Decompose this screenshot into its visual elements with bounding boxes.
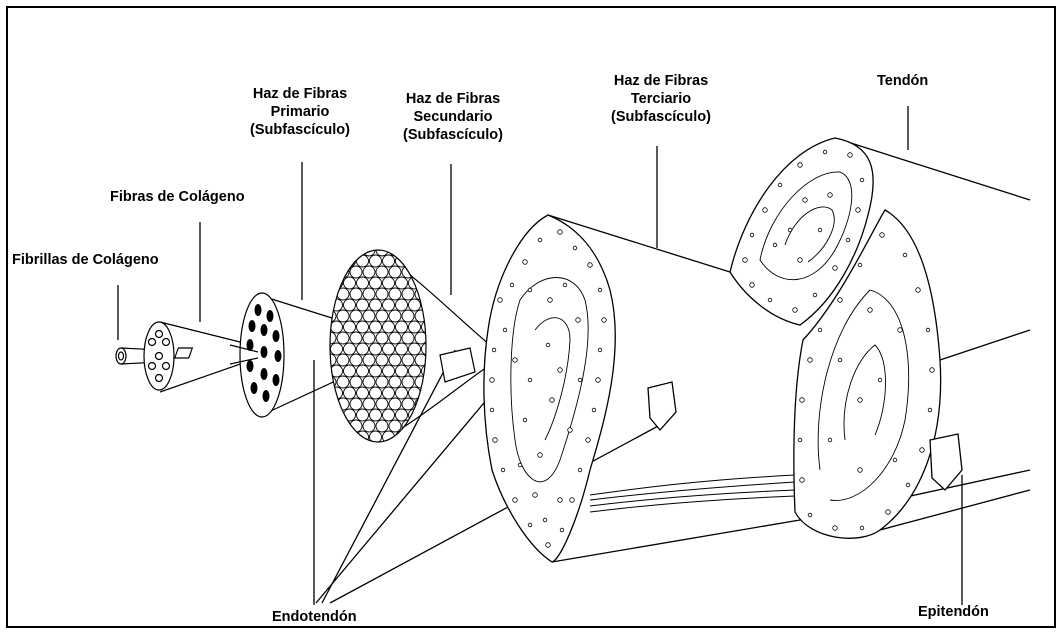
label-endotendon: Endotendón <box>272 608 357 626</box>
label-primario: Haz de Fibras Primario (Subfascículo) <box>230 85 370 139</box>
label-primario-line2: Primario <box>230 103 370 121</box>
label-terciario: Haz de Fibras Terciario (Subfascículo) <box>586 72 736 126</box>
label-primario-line3: (Subfascículo) <box>230 121 370 139</box>
label-secundario-line3: (Subfascículo) <box>378 126 528 144</box>
tendon <box>730 138 1030 538</box>
label-secundario-line1: Haz de Fibras <box>378 90 528 108</box>
label-terciario-line3: (Subfascículo) <box>586 108 736 126</box>
label-fibras: Fibras de Colágeno <box>110 188 245 206</box>
label-epitendon: Epitendón <box>918 603 989 621</box>
label-primario-line1: Haz de Fibras <box>230 85 370 103</box>
label-terciario-line2: Terciario <box>586 90 736 108</box>
collagen-fiber-disc <box>144 322 252 392</box>
label-secundario: Haz de Fibras Secundario (Subfascículo) <box>378 90 528 144</box>
label-terciario-line1: Haz de Fibras <box>586 72 736 90</box>
label-fibrillas: Fibrillas de Colágeno <box>12 251 159 269</box>
label-secundario-line2: Secundario <box>378 108 528 126</box>
label-tendon: Tendón <box>877 72 928 90</box>
